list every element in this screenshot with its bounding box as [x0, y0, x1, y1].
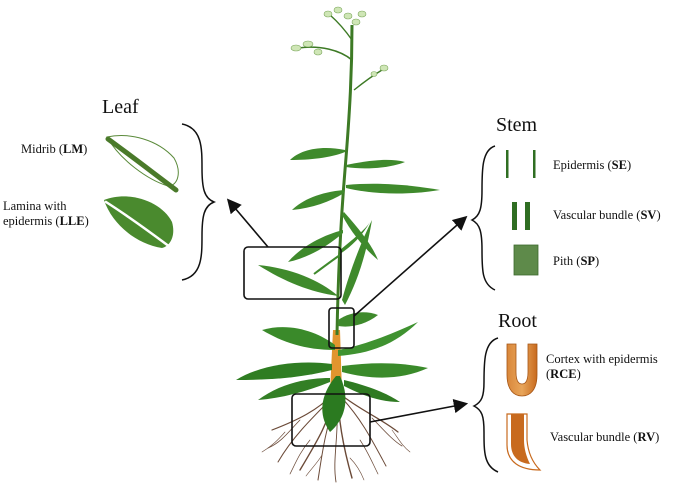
- rosette-leaves: [236, 312, 428, 432]
- leaf-selection-box: [243, 246, 342, 300]
- stem-title: Stem: [496, 114, 538, 136]
- leaf-title: Leaf: [102, 96, 139, 118]
- root-cortex-label: Cortex with epidermis (RCE): [546, 352, 658, 381]
- midrib-icon: [105, 135, 179, 193]
- boxed-leaf: [258, 254, 341, 296]
- midrib-label: Midrib (LM): [21, 142, 88, 156]
- main-stem: [335, 24, 354, 336]
- stem-epidermis-icon: [506, 150, 536, 178]
- root-cortex-icon: [506, 343, 538, 397]
- stem-arrow: [353, 215, 468, 317]
- stem-pith-label: Pith (SP): [553, 254, 600, 268]
- lamina-label: Lamina with epidermis (LLE): [3, 199, 89, 228]
- stem-epidermis-label: Epidermis (SE): [553, 158, 632, 172]
- stem-vascular-label: Vascular bundle (SV): [553, 208, 661, 222]
- leaf-arrow: [226, 198, 269, 248]
- stem-brace: [470, 145, 496, 291]
- root-selection-box: [291, 393, 371, 447]
- lamina-icon: [104, 196, 176, 252]
- upper-leaves: [288, 148, 440, 305]
- stem-vascular-icon: [512, 202, 530, 230]
- root-arrow: [369, 399, 469, 423]
- flower-cluster: [290, 6, 389, 77]
- root-vascular-icon: [506, 413, 542, 471]
- root-title: Root: [498, 310, 537, 332]
- stem-selection-box: [328, 307, 355, 349]
- root-brace: [472, 337, 499, 473]
- stem-pith-icon: [513, 244, 539, 276]
- leaf-brace: [181, 123, 217, 281]
- root-vascular-label: Vascular bundle (RV): [550, 430, 660, 444]
